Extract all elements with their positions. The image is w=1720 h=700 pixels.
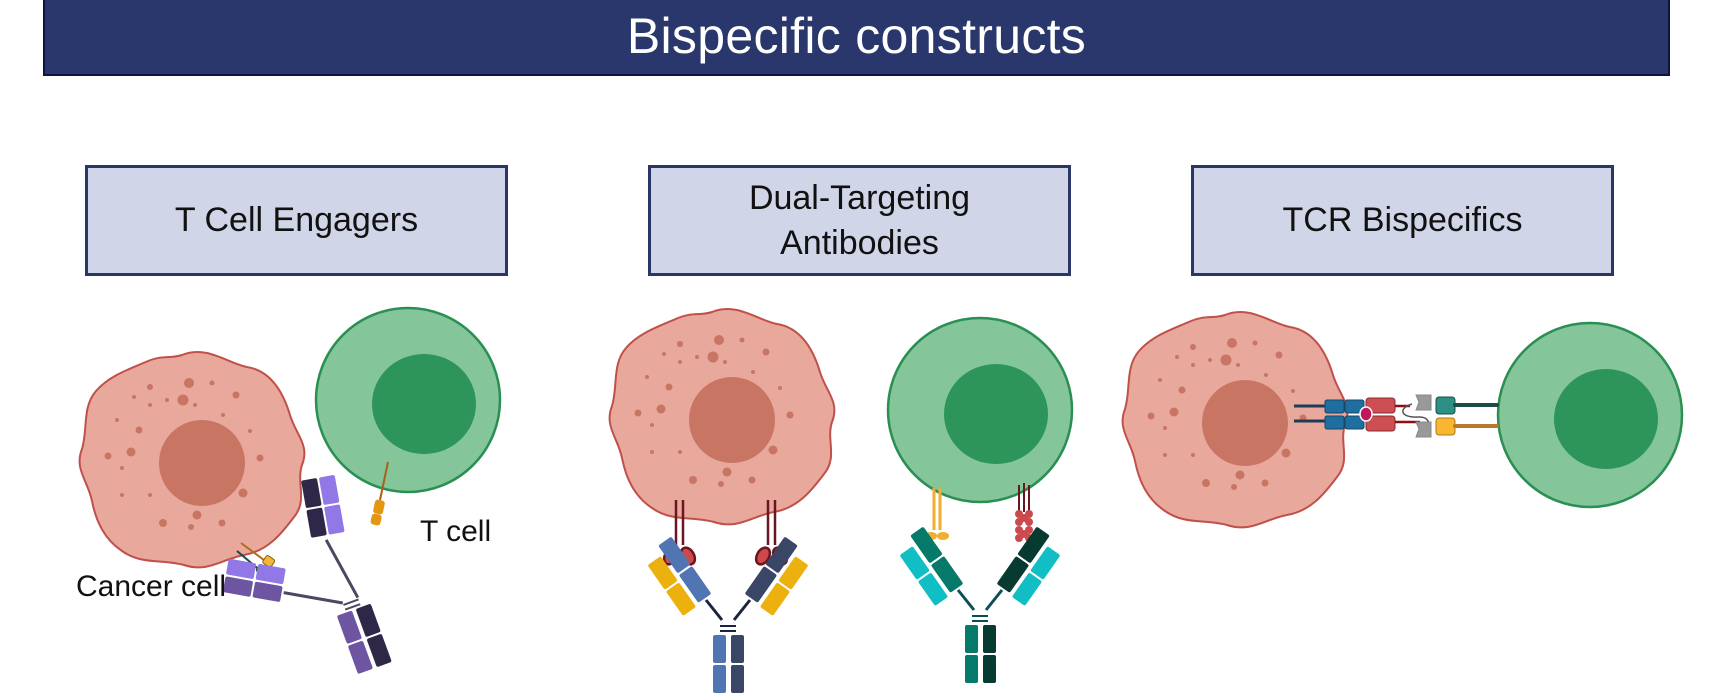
title-banner: Bispecific constructs (43, 0, 1670, 76)
category-label: TCR Bispecifics (1282, 201, 1523, 240)
cd3-receptor-icon (370, 461, 389, 526)
category-label: Dual-Targeting Antibodies (748, 179, 971, 262)
dual-targeting-antibody-icon (648, 537, 808, 693)
t-cell-receptor-icon (1435, 396, 1499, 436)
page-title: Bispecific constructs (626, 8, 1087, 64)
category-box-tcr-bispecifics: TCR Bispecifics (1191, 165, 1614, 276)
cancer-cell-icon (610, 309, 835, 524)
panel-tcr-bispecifics (1123, 312, 1684, 527)
t-cell-targeting-antibody-icon (900, 527, 1060, 683)
category-label: T Cell Engagers (174, 201, 419, 240)
tcr-bispecific-molecule-icon (1294, 394, 1432, 438)
cancer-cell-label: Cancer cell (76, 570, 227, 603)
category-box-t-cell-engagers: T Cell Engagers (85, 165, 508, 276)
t-cell-label: T cell (420, 515, 492, 548)
bispecific-antibody-icon (223, 475, 392, 674)
t-cell-icon (886, 316, 1074, 504)
cancer-cell-icon (80, 352, 305, 567)
t-cell-icon (314, 306, 502, 494)
t-cell-icon (1496, 321, 1684, 509)
panel-t-cell-engagers (80, 306, 502, 674)
category-box-dual-targeting-antibodies: Dual-Targeting Antibodies (648, 165, 1071, 276)
panel-dual-targeting-antibodies (610, 309, 1074, 693)
